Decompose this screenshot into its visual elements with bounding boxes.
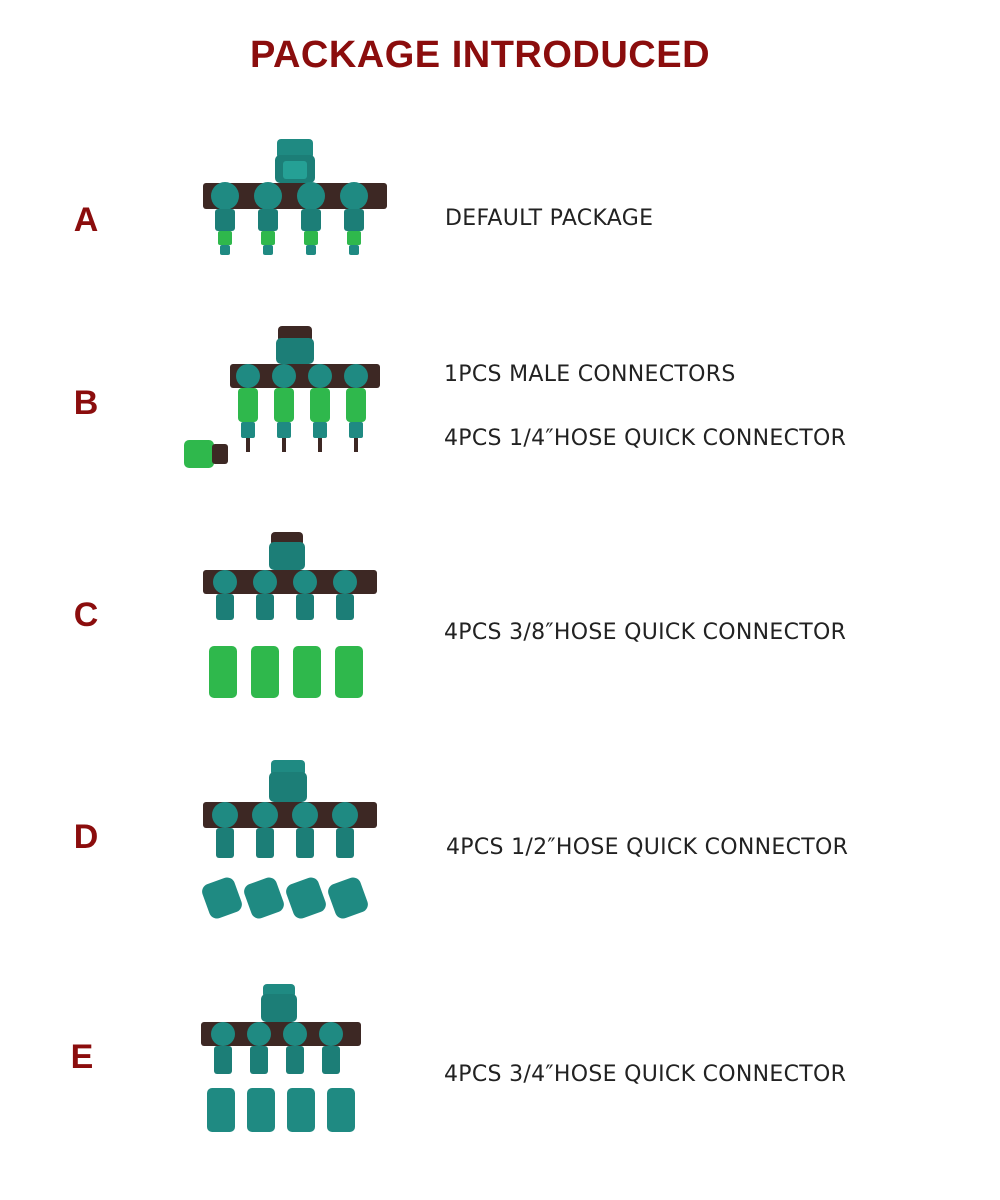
package-b-desc-line-2: 4PCS 1/4″HOSE QUICK CONNECTOR: [444, 426, 847, 451]
package-d-desc: 4PCS 1/2″HOSE QUICK CONNECTOR: [446, 835, 849, 860]
package-d-letter: D: [73, 818, 99, 856]
package-b-desc-line-1: 1PCS MALE CONNECTORS: [444, 362, 736, 387]
package-c-letter: C: [73, 596, 99, 634]
package-e-desc: 4PCS 3/4″HOSE QUICK CONNECTOR: [444, 1062, 847, 1087]
splitter-a-icon: [203, 139, 387, 255]
package-c-desc: 4PCS 3/8″HOSE QUICK CONNECTOR: [444, 620, 847, 645]
package-a-letter: A: [73, 201, 99, 239]
splitter-e-icon: [201, 984, 361, 1132]
splitter-c-icon: [203, 532, 377, 698]
splitter-b-icon: [184, 326, 380, 468]
package-e-letter: E: [70, 1038, 94, 1076]
page-title: PACKAGE INTRODUCED: [249, 34, 711, 76]
splitter-d-icon: [202, 760, 377, 919]
package-b-letter: B: [73, 384, 99, 422]
package-a-desc: DEFAULT PACKAGE: [445, 206, 654, 231]
